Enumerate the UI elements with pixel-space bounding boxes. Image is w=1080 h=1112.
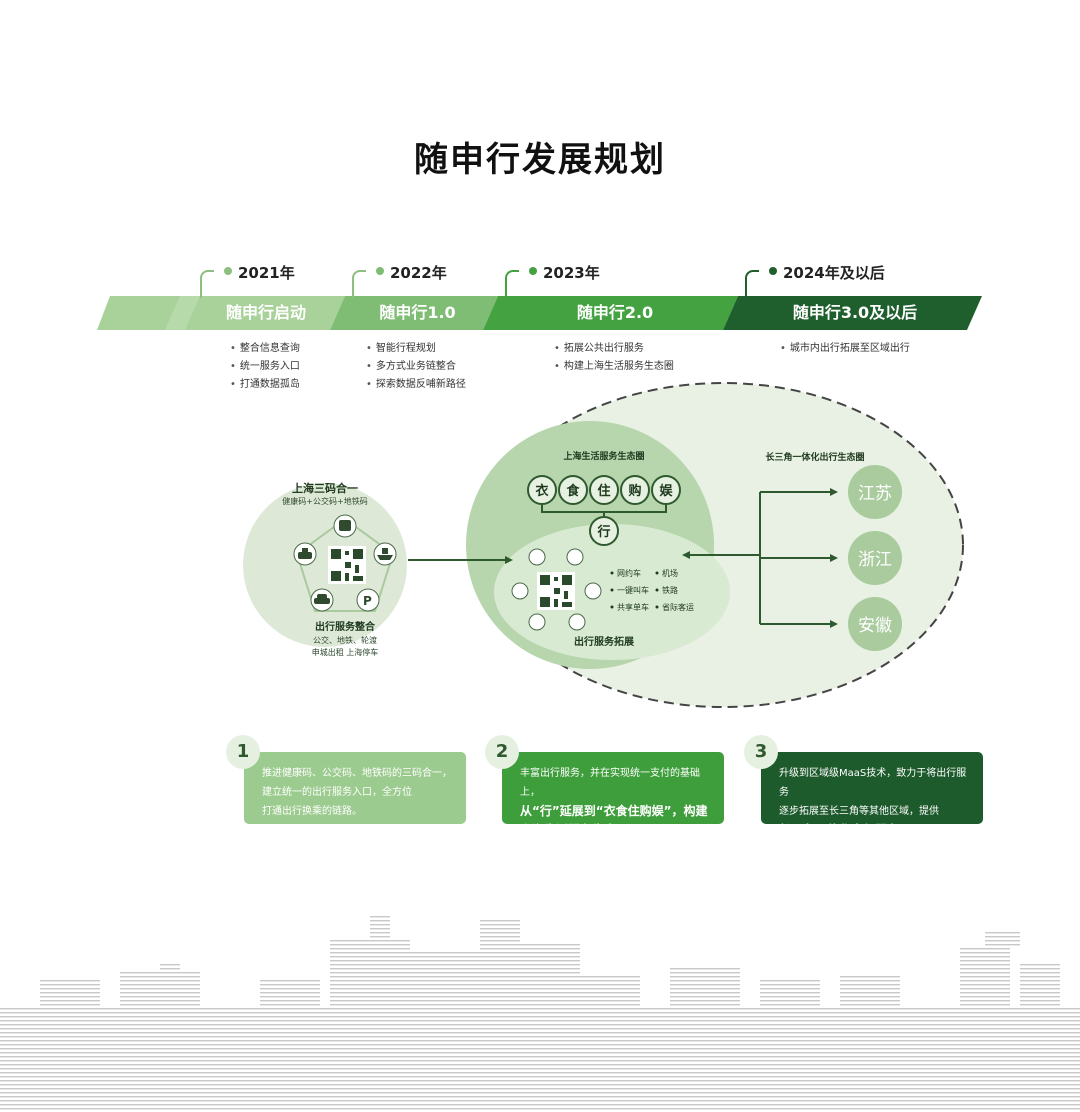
timeline-segment-4: [723, 296, 982, 330]
ecosystem-diagram: P 上海三码合一 健康码+公交码+地铁码 出行服务整合 公交、地铁、轮渡 申城出…: [243, 382, 964, 708]
province-anhui-circle: [848, 597, 902, 651]
year-label-1: 2021年: [238, 264, 295, 282]
travel-item: [589, 516, 619, 546]
qr-code-left-icon: [328, 546, 366, 584]
card-text: 升级到区域级MaaS技术，致力于将出行服务: [779, 768, 967, 798]
life-item-label: 衣: [535, 483, 548, 499]
timeline-segment-1: [97, 296, 345, 330]
bullet-item: 城市内出行拓展至区域出行: [780, 340, 910, 358]
phase-label-2: 随申行1.0: [379, 303, 456, 322]
service-item: 铁路: [662, 585, 678, 595]
travel-integration-line2: 申城出租 上海停车: [312, 647, 379, 657]
bicycle-icon: [528, 613, 546, 631]
bullet-item: 整合信息查询: [230, 340, 300, 358]
year-connector-2: [352, 270, 366, 298]
bullet-item: 多方式业务链整合: [366, 358, 466, 376]
bullet-item: 拓展公共出行服务: [554, 340, 674, 358]
three-codes-subtitle: 健康码+公交码+地铁码: [282, 496, 367, 506]
coach-icon: [568, 613, 586, 631]
service-item: 机场: [662, 568, 678, 578]
year-label-4: 2024年及以后: [783, 264, 885, 282]
card-number-3: 3: [744, 735, 778, 769]
life-items-bracket: [541, 504, 667, 516]
card-text-bold: 上海生活服务生态圈。: [520, 823, 641, 837]
phase-label-4: 随申行3.0及以后: [792, 303, 918, 322]
summary-card-3: 升级到区域级MaaS技术，致力于将出行服务 逐步拓展至长三角等其他区域，提供 长…: [761, 752, 983, 837]
year-connector-3: [505, 270, 519, 298]
province-label: 江苏: [858, 484, 892, 504]
plane-icon: [566, 548, 584, 566]
car-icon: [528, 548, 546, 566]
travel-item-label: 行: [596, 524, 610, 540]
year-connector-4: [745, 270, 759, 298]
card-number-2: 2: [485, 735, 519, 769]
year-dot-2: [376, 267, 384, 275]
travel-expansion-title: 出行服务拓展: [574, 635, 634, 648]
service-item: 共享单车: [617, 602, 649, 612]
timeline-segment-2: [330, 296, 498, 330]
service-item: 一键叫车: [617, 585, 649, 595]
province-jiangsu-circle: [848, 465, 902, 519]
year-label-2: 2022年: [390, 264, 447, 282]
phase-label-3: 随申行2.0: [576, 303, 654, 322]
phase-label-1: 随申行启动: [225, 303, 306, 322]
life-item-label: 食: [566, 483, 580, 499]
bullet-item: 构建上海生活服务生态圈: [554, 358, 674, 376]
bullet-item: 智能行程规划: [366, 340, 466, 358]
province-label: 安徽: [858, 616, 892, 636]
card-text: 打通出行换乘的链路。: [262, 806, 362, 817]
year-label-3: 2023年: [543, 264, 600, 282]
life-item-shopping: [620, 475, 650, 505]
timeline-band: [97, 296, 982, 330]
province-branches: [759, 491, 830, 625]
travel-expansion-ellipse: [494, 524, 730, 660]
card-text: 建立统一的出行服务入口，全方位: [262, 787, 412, 798]
svg-text:P: P: [363, 594, 372, 608]
shanghai-life-title: 上海生活服务生态圈: [563, 450, 644, 462]
year-dot-3: [529, 267, 537, 275]
parking-icon: P: [356, 588, 380, 612]
skyline-decoration: [0, 915, 1080, 1112]
summary-card-1: 推进健康码、公交码、地铁码的三码合一， 建立统一的出行服务入口，全方位 打通出行…: [244, 752, 466, 824]
phase-bullets-2: 智能行程规划 多方式业务链整合 探索数据反哺新路径: [366, 340, 466, 394]
regional-ecosystem-title: 长三角一体化出行生态圈: [765, 451, 864, 463]
taxi-icon: [293, 542, 317, 566]
timeline-segment-3: [483, 296, 738, 330]
bus-icon: [333, 514, 357, 538]
card-text: 推进健康码、公交码、地铁码的三码合一，: [262, 768, 452, 779]
card-number-1: 1: [226, 735, 260, 769]
life-item-housing: [589, 475, 619, 505]
life-item-label: 娱: [659, 484, 673, 499]
bullet-item: 打通数据孤岛: [230, 376, 300, 394]
bullet-item: 统一服务入口: [230, 358, 300, 376]
card-text-bold: 长三角一体化出行服务。: [779, 823, 912, 837]
summary-card-2: 丰富出行服务，并在实现统一支付的基础上， 从“行”延展到“衣食住购娱”，构建 上…: [502, 752, 724, 837]
three-codes-title: 上海三码合一: [292, 481, 358, 495]
year-dot-1: [224, 267, 232, 275]
train-icon: [584, 582, 602, 600]
travel-integration-title: 出行服务整合: [315, 620, 376, 633]
service-item: 网约车: [617, 568, 641, 578]
qr-code-middle-icon: [537, 572, 575, 610]
life-item-food: [558, 475, 588, 505]
phase-bullets-4: 城市内出行拓展至区域出行: [780, 340, 910, 358]
card-text: 逐步拓展至长三角等其他区域，提供: [779, 806, 939, 817]
service-item: 省际客运: [662, 602, 694, 612]
bullet-item: 探索数据反哺新路径: [366, 376, 466, 394]
year-dot-4: [769, 267, 777, 275]
phase-bullets-1: 整合信息查询 统一服务入口 打通数据孤岛: [230, 340, 300, 394]
province-zhejiang-circle: [848, 531, 902, 585]
car-icon: [310, 588, 334, 612]
phase-bullets-3: 拓展公共出行服务 构建上海生活服务生态圈: [554, 340, 674, 376]
year-connector-1: [200, 270, 214, 298]
ship-icon: [373, 542, 397, 566]
hand-car-icon: [511, 582, 529, 600]
card-text-bold: 从“行”延展到“衣食住购娱”，构建: [520, 804, 708, 818]
travel-integration-line1: 公交、地铁、轮渡: [313, 635, 377, 645]
life-item-label: 住: [597, 483, 610, 499]
life-item-label: 购: [628, 483, 641, 499]
card-text: 丰富出行服务，并在实现统一支付的基础上，: [520, 768, 700, 798]
province-label: 浙江: [858, 550, 892, 570]
page-title: 随申行发展规划: [414, 140, 666, 180]
